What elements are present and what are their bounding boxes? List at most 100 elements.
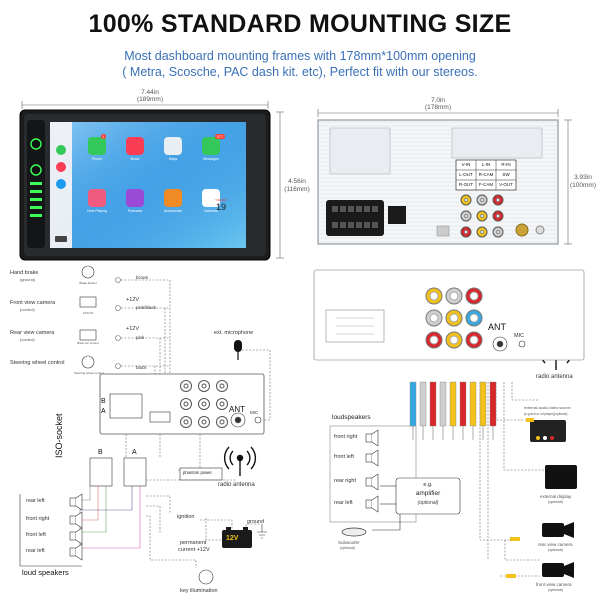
right-radio-antenna-label: radio antenna (536, 374, 573, 380)
wire-color-label: pink (136, 335, 145, 340)
back-port-label: SW (502, 172, 510, 177)
conn-a-label: A (101, 408, 106, 415)
left-speaker-label: rear left (26, 498, 45, 504)
rear-cam-note: (optional) (548, 548, 563, 552)
rca-cable-plug (459, 381, 467, 427)
back-port-label: L-OUT (459, 172, 473, 177)
rca-cable-plug (429, 381, 437, 427)
right-rca-jack-inner (429, 313, 439, 323)
right-speaker-label: front left (334, 454, 354, 460)
av-source-icon (530, 420, 566, 442)
rca-cable-plug (479, 381, 487, 427)
back-rca-jack-center (480, 198, 484, 202)
app-icon (126, 137, 144, 155)
app-icon (126, 189, 144, 207)
left-rca-jack-center (219, 383, 225, 389)
input-label: Hand brake (10, 270, 39, 276)
left-rca-jack-center (219, 401, 225, 407)
app-label: Podcasts (127, 209, 143, 213)
left-mic-label: MIC (250, 410, 259, 415)
front-camera-icon (542, 562, 574, 578)
input-icon-note: Back car control (77, 341, 99, 345)
left-speaker-label: front left (26, 532, 46, 538)
back-rca-jack-center (496, 214, 500, 218)
page-title: 100% STANDARD MOUNTING SIZE (88, 10, 512, 38)
subwoofer-icon (341, 527, 367, 537)
iso-socket-label: ISO-socket (54, 413, 64, 458)
ext-display-label: external display (540, 494, 572, 499)
back-port-label: R-IN (501, 162, 511, 167)
wire-color-label: black (136, 365, 147, 370)
front-cam-note: (optional) (548, 588, 563, 592)
left-rca-jack-center (183, 401, 189, 407)
back-rca-jack-center (480, 230, 484, 234)
amp-line-3: (optional) (417, 500, 439, 506)
right-speaker-label: rear left (334, 500, 353, 506)
loudspeakers-label: loudspeakers (332, 414, 371, 421)
iso-a-label: A (132, 449, 137, 456)
left-rca-jack-center (219, 419, 225, 425)
back-rca-jack-center (464, 214, 468, 218)
back-port-label: V-IN (461, 162, 471, 167)
subtitle-line-2: ( Metra, Scosche, PAC dash kit. etc), Pe… (122, 65, 478, 79)
front-width-dimension (21, 101, 269, 109)
permanent-label: permanent (180, 540, 207, 546)
input-note: (control) (20, 337, 35, 342)
amp-line-1: e.g. (423, 482, 433, 488)
battery-icon (222, 527, 252, 548)
input-note: (control) (20, 307, 35, 312)
back-port-label: L-IN (481, 162, 491, 167)
back-width-dimension (317, 109, 559, 117)
left-speaker-label: front right (26, 516, 50, 522)
left-ant-label: ANT (229, 405, 245, 414)
calendar-weekday: TUESDAY (215, 199, 227, 202)
app-label: Audiobooks (163, 209, 183, 213)
app-label: Calendar (203, 209, 219, 213)
back-height-in: 3.93in (574, 174, 592, 181)
input-label: Steering wheel control (10, 360, 65, 366)
iso-b-label: B (98, 449, 103, 456)
input-icon-note: FOCUS (82, 311, 94, 315)
front-width-in: 7.44in (141, 89, 159, 96)
app-badge: 1 (101, 134, 107, 139)
page-subtitle: Most dashboard mounting frames with 178m… (0, 48, 600, 80)
back-width-in: 7.0in (430, 97, 446, 104)
app-label: Phone (91, 157, 103, 161)
rear-cam-label: rear view camera (538, 542, 573, 547)
right-mic-label: MIC (514, 333, 525, 339)
app-label: Now Playing (87, 209, 107, 213)
current-label: current +12V (178, 547, 210, 553)
app-label: Music (130, 157, 140, 161)
left-rca-jack-center (201, 401, 207, 407)
back-height-mm: (100mm) (569, 182, 596, 189)
input-note: (ground) (20, 277, 36, 282)
back-port-label: F-CAM (478, 182, 494, 187)
back-port-label: R-CAM (478, 172, 494, 177)
right-speaker-label: front right (334, 434, 358, 440)
rca-cable-plug (449, 381, 457, 427)
ext-av-source-label: external audio-video source (524, 406, 571, 410)
back-height-dimension (564, 119, 572, 245)
back-rca-jack-center (496, 198, 500, 202)
rca-cable-plug (439, 381, 447, 427)
app-badge: 377 (215, 134, 225, 139)
rca-cable-plug (489, 381, 497, 427)
subtitle-line-1: Most dashboard mounting frames with 178m… (124, 49, 476, 63)
front-height-in: 4.56in (288, 178, 306, 185)
plus12v-label-2: +12V (126, 326, 139, 332)
app-icon (164, 189, 182, 207)
subwoofer-note: (optional) (340, 546, 355, 550)
right-ant-label: ANT (488, 322, 506, 332)
left-rca-jack-center (201, 419, 207, 425)
ground-label: ground (247, 519, 265, 525)
app-icon (88, 137, 106, 155)
ext-mic-label: ext. microphone (214, 330, 254, 336)
input-label: Rear view camera (10, 330, 55, 336)
back-rca-jack-center (464, 198, 468, 202)
front-width-mm: (189mm) (136, 96, 163, 103)
right-rca-jack-inner (429, 335, 439, 345)
input-icon-note: Steering wheel control (74, 371, 104, 375)
input-icon-note: Brake Detect (79, 281, 97, 285)
front-cam-label: front view camera (536, 582, 572, 587)
